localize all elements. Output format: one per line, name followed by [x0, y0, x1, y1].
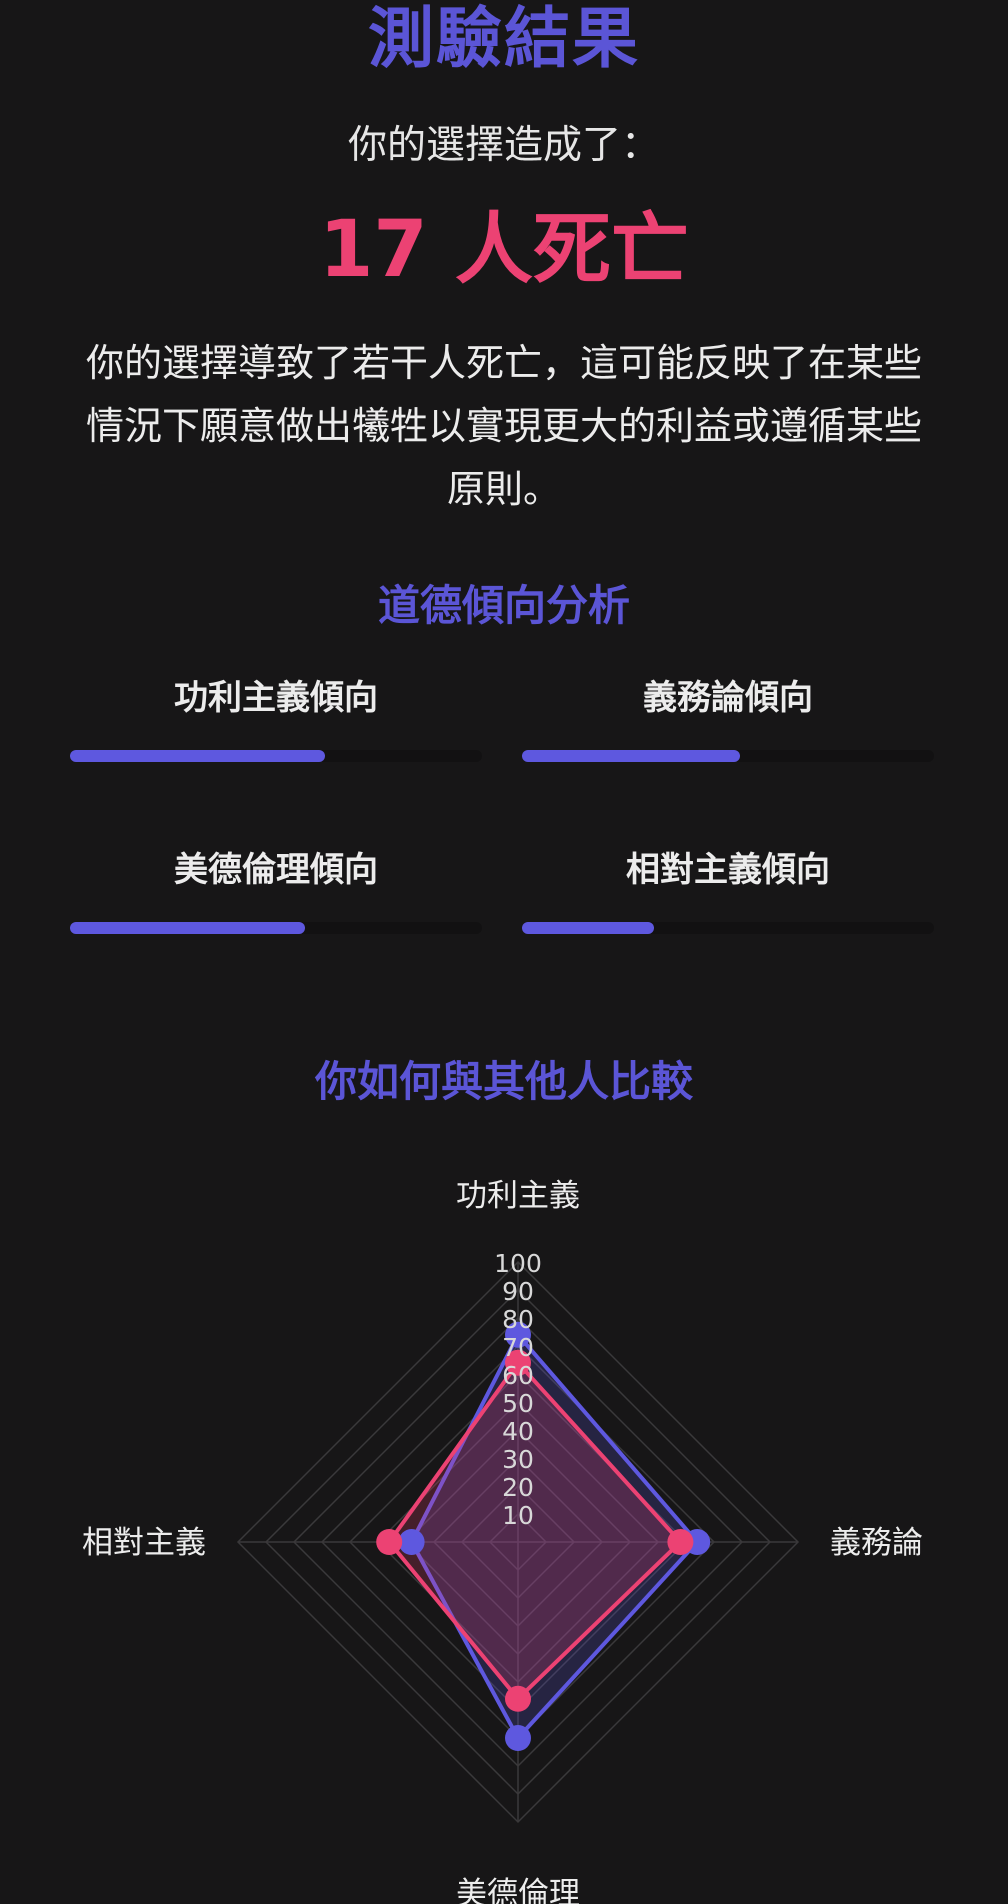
- tendency-label: 義務論傾向: [643, 678, 813, 718]
- radar-axis-label: 美德倫理: [456, 1876, 580, 1904]
- radar-axis-label: 功利主義: [456, 1178, 580, 1214]
- tendency-label: 功利主義傾向: [174, 678, 378, 718]
- page-title: 測驗結果: [368, 0, 640, 77]
- radar-tick-label: 50: [502, 1389, 534, 1418]
- moral-analysis-title: 道德傾向分析: [377, 581, 630, 630]
- radar-axis-label: 相對主義: [82, 1525, 206, 1561]
- radar-tick-label: 70: [502, 1333, 534, 1362]
- radar-tick-label: 60: [502, 1361, 534, 1390]
- radar-tick-label: 10: [502, 1501, 534, 1530]
- radar-point: [505, 1725, 531, 1751]
- tendency-bar-track: [522, 750, 934, 762]
- tendency-bar-fill: [70, 922, 305, 934]
- tendency-utilitarian: 功利主義傾向: [70, 674, 482, 762]
- radar-tick-label: 20: [502, 1473, 534, 1502]
- radar-series-area: [387, 1360, 683, 1701]
- tendency-bar-fill: [522, 750, 741, 762]
- tendency-virtue-ethics: 美德倫理傾向: [70, 846, 482, 934]
- radar-point: [505, 1685, 531, 1712]
- radar-point: [398, 1529, 425, 1555]
- result-description: 你的選擇導致了若干人死亡，這可能反映了在某些情況下願意做出犧牲以實現更大的利益或…: [85, 341, 922, 511]
- result-subtitle: 你的選擇造成了：: [347, 123, 660, 168]
- tendency-relativism: 相對主義傾向: [522, 846, 934, 934]
- radar-axis-label: 義務論: [830, 1525, 923, 1561]
- radar-tick-label: 40: [502, 1417, 534, 1446]
- radar-tick-label: 30: [502, 1445, 534, 1474]
- radar-point: [667, 1529, 694, 1555]
- tendency-label: 相對主義傾向: [626, 850, 830, 890]
- tendency-deontology: 義務論傾向: [522, 674, 934, 762]
- radar-point: [505, 1349, 531, 1376]
- tendency-bar-track: [70, 750, 482, 762]
- tendency-bar-track: [522, 922, 934, 934]
- death-count: 17 人死亡: [319, 205, 689, 295]
- tendency-bar-fill: [70, 750, 326, 762]
- radar-tick-label: 90: [502, 1277, 534, 1306]
- radar-point: [505, 1321, 531, 1348]
- tendency-bar-track: [70, 922, 482, 934]
- radar-tick-label: 80: [502, 1305, 534, 1334]
- comparison-title: 你如何與其他人比較: [314, 1057, 693, 1106]
- radar-series: [376, 1321, 711, 1751]
- radar-tick-label: 100: [494, 1249, 542, 1278]
- tendency-label: 美德倫理傾向: [174, 850, 378, 890]
- radar-point: [376, 1529, 403, 1555]
- tendency-bar-fill: [522, 922, 654, 934]
